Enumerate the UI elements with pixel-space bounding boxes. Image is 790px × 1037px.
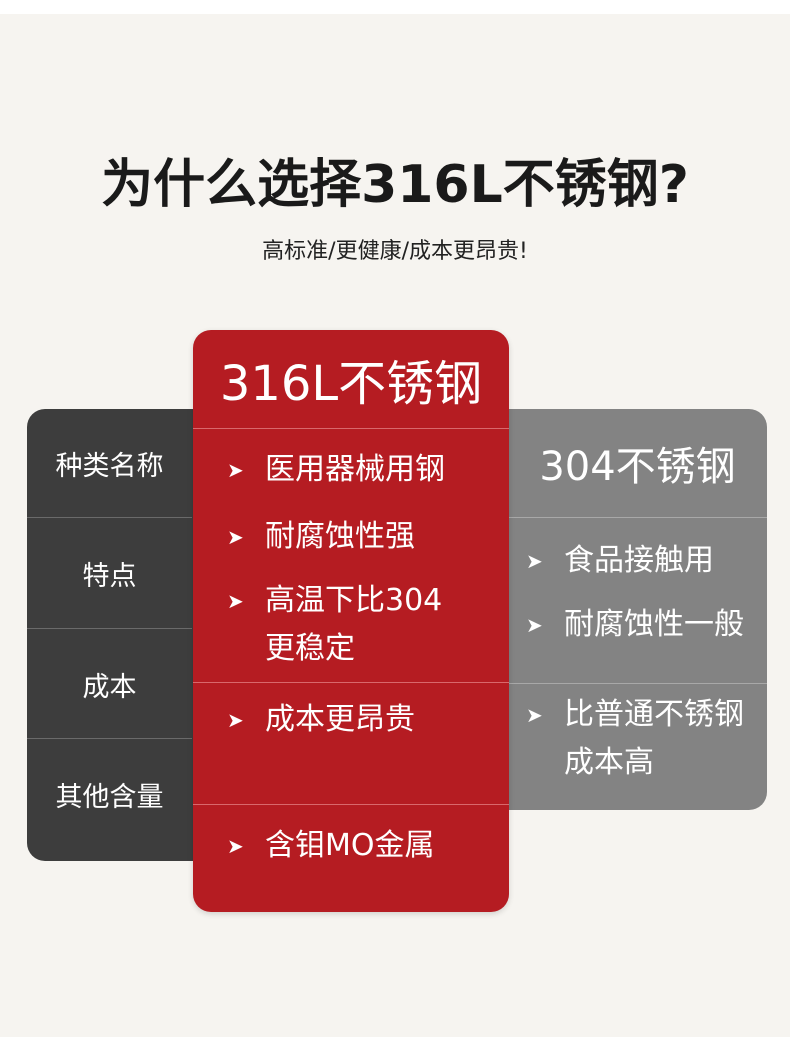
divider bbox=[27, 517, 192, 518]
arrow-right-icon: ➤ bbox=[227, 708, 244, 732]
category-label-panel: 种类名称 特点 成本 其他含量 bbox=[27, 409, 222, 861]
steel-304-cost-text: 比普通不锈钢 成本高 bbox=[564, 697, 744, 780]
category-other-label: 其他含量 bbox=[55, 781, 164, 813]
steel-304-feature-item: ➤ 食品接触用 bbox=[526, 537, 714, 585]
divider bbox=[27, 738, 192, 739]
steel-316l-cost-item: ➤ 成本更昂贵 bbox=[227, 696, 415, 744]
divider bbox=[27, 628, 192, 629]
steel-316l-feature-item: ➤ 耐腐蚀性强 bbox=[227, 513, 415, 561]
divider bbox=[193, 804, 509, 805]
divider bbox=[508, 517, 767, 518]
steel-304-cost-item: ➤ 比普通不锈钢 成本高 bbox=[526, 691, 744, 787]
steel-304-feature-item: ➤ 耐腐蚀性一般 bbox=[526, 601, 744, 649]
steel-316l-feature-text: 医用器械用钢 bbox=[265, 452, 445, 487]
divider bbox=[508, 683, 767, 684]
arrow-right-icon: ➤ bbox=[227, 589, 244, 613]
category-cost-label: 成本 bbox=[82, 671, 137, 703]
steel-316l-cost-text: 成本更昂贵 bbox=[265, 702, 415, 737]
category-feature-label: 特点 bbox=[82, 560, 137, 592]
divider bbox=[193, 682, 509, 683]
arrow-right-icon: ➤ bbox=[227, 458, 244, 482]
steel-316l-feature-text: 耐腐蚀性强 bbox=[265, 519, 415, 554]
steel-316l-other-item: ➤ 含钼MO金属 bbox=[227, 822, 435, 870]
page-title: 为什么选择316L不锈钢? bbox=[101, 155, 689, 215]
steel-304-feature-text: 耐腐蚀性一般 bbox=[564, 607, 744, 642]
steel-316l-title: 316L不锈钢 bbox=[219, 356, 483, 412]
steel-304-panel: 304不锈钢 ➤ 食品接触用 ➤ 耐腐蚀性一般 ➤ 比普通不锈钢 成本高 bbox=[480, 409, 767, 810]
top-band bbox=[0, 0, 790, 14]
arrow-right-icon: ➤ bbox=[227, 834, 244, 858]
arrow-right-icon: ➤ bbox=[227, 525, 244, 549]
category-name-label: 种类名称 bbox=[55, 450, 164, 482]
page-subtitle: 高标准/更健康/成本更昂贵! bbox=[262, 239, 528, 264]
steel-316l-feature-item: ➤ 高温下比304 更稳定 bbox=[227, 577, 442, 673]
steel-316l-feature-text: 高温下比304 更稳定 bbox=[265, 583, 443, 666]
steel-304-title: 304不锈钢 bbox=[539, 444, 736, 490]
steel-316l-feature-item: ➤ 医用器械用钢 bbox=[227, 446, 445, 494]
steel-304-feature-text: 食品接触用 bbox=[564, 543, 714, 578]
divider bbox=[193, 428, 509, 429]
steel-316l-panel: 316L不锈钢 ➤ 医用器械用钢 ➤ 耐腐蚀性强 ➤ 高温下比304 更稳定 ➤… bbox=[193, 330, 509, 912]
arrow-right-icon: ➤ bbox=[526, 703, 543, 727]
steel-316l-other-text: 含钼MO金属 bbox=[265, 828, 435, 863]
arrow-right-icon: ➤ bbox=[526, 613, 543, 637]
arrow-right-icon: ➤ bbox=[526, 549, 543, 573]
